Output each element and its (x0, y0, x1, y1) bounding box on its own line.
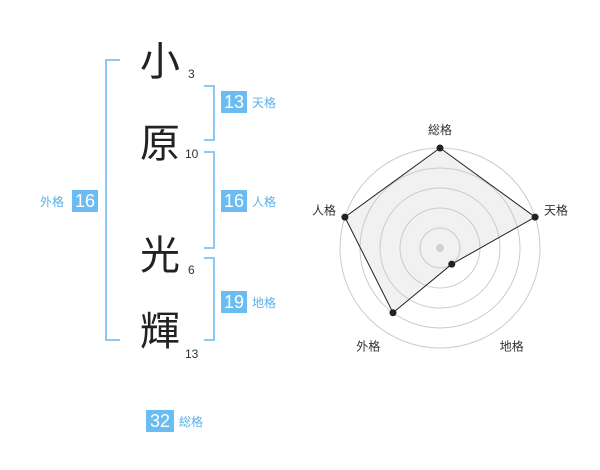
radar-point (389, 309, 397, 317)
name-char-4: 輝 (140, 309, 180, 355)
radar-ring (379, 187, 501, 309)
name-char-2: 原 (140, 121, 180, 167)
radar-point (448, 260, 456, 268)
jinkaku-value: 16 (221, 190, 247, 212)
radar-axis-label: 外格 (356, 339, 380, 354)
name-char-1: 小 (140, 39, 180, 85)
jinkaku-label: 人格 (252, 195, 277, 209)
soukaku-value: 32 (146, 410, 174, 432)
jinkaku-bracket (204, 151, 215, 249)
chikaku-value: 19 (221, 291, 247, 313)
tenkaku-value: 13 (221, 91, 247, 113)
radar-point (531, 213, 539, 221)
stroke-count-3: 6 (188, 263, 195, 277)
radar-axis-label: 地格 (500, 339, 524, 354)
chikaku-label: 地格 (252, 296, 277, 310)
stroke-count-4: 13 (185, 347, 199, 361)
stroke-count-2: 10 (185, 147, 199, 161)
gaikaku-label: 外格 (40, 195, 65, 209)
radar-center-dot (436, 244, 444, 252)
radar-points (341, 144, 539, 317)
radar-ring (419, 227, 461, 269)
radar-axis-label: 人格 (312, 202, 336, 217)
radar-area (344, 147, 537, 314)
radar-axis-label: 天格 (544, 202, 568, 217)
stroke-count-1: 3 (188, 67, 195, 81)
radar-point (341, 213, 349, 221)
tenkaku-label: 天格 (252, 96, 277, 110)
radar-axis-label: 総格 (428, 122, 452, 137)
gaikaku-value: 16 (72, 190, 98, 212)
tenkaku-bracket (204, 85, 215, 141)
name-char-3: 光 (140, 233, 180, 279)
outer-bracket (105, 59, 120, 341)
chikaku-bracket (204, 257, 215, 341)
radar-point (436, 144, 444, 152)
soukaku-label: 総格 (179, 415, 204, 429)
